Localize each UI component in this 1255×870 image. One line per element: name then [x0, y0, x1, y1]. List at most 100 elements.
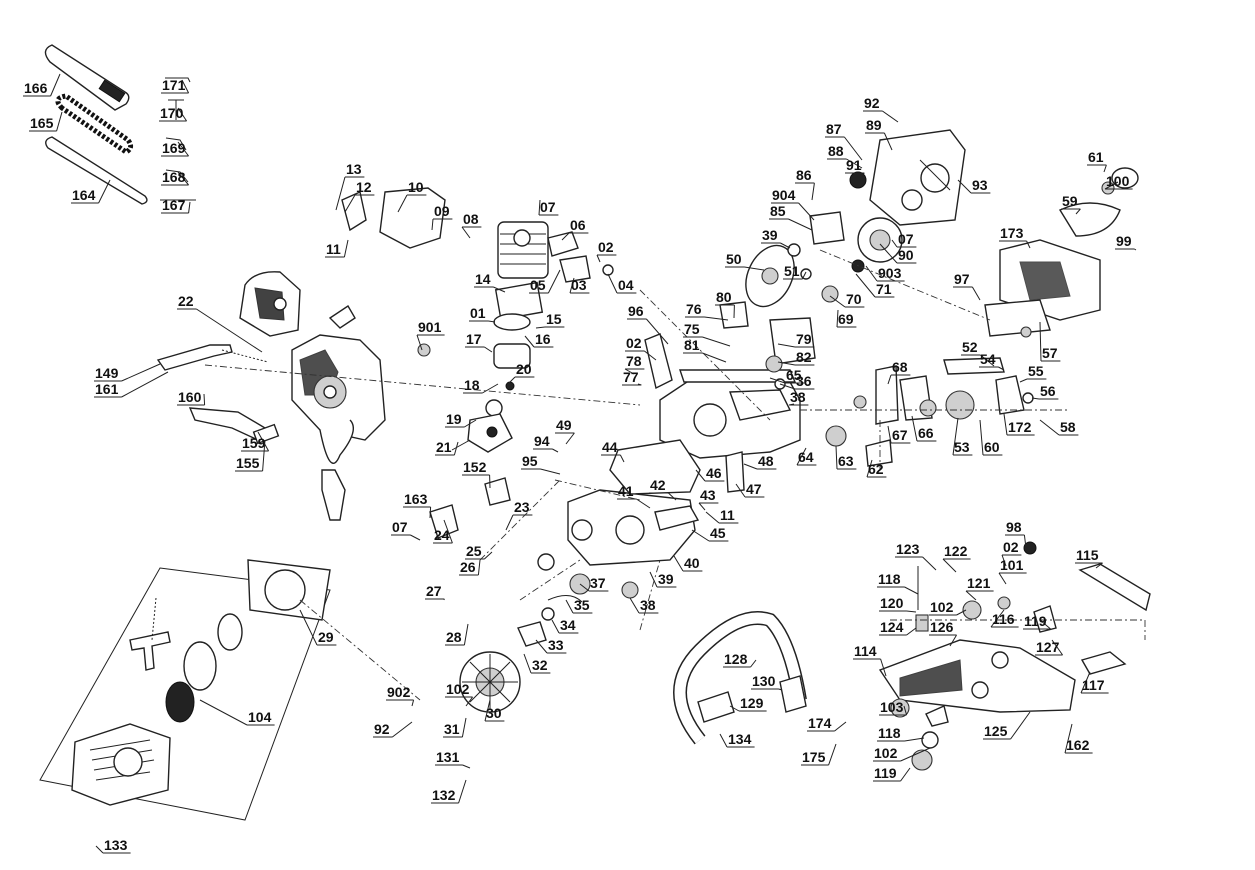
callout-87: 87 [825, 121, 863, 161]
callout-number: 68 [892, 359, 908, 375]
leader-line [1115, 248, 1137, 251]
callout-31: 31 [443, 717, 467, 738]
leader-line [929, 634, 958, 647]
leader-line [159, 107, 188, 122]
leader-line [673, 555, 703, 572]
callout-number: 126 [930, 619, 954, 635]
leader-line [929, 609, 967, 616]
callout-number: 07 [392, 519, 408, 535]
leader-line [983, 711, 1031, 740]
leader-line [1075, 562, 1103, 569]
callout-number: 50 [726, 251, 742, 267]
callout-number: 100 [1106, 173, 1130, 189]
leader-line [649, 571, 677, 588]
leader-line [825, 136, 863, 161]
callout-number: 167 [162, 197, 186, 213]
callout-number: 38 [790, 389, 806, 405]
callout-number: 175 [802, 749, 826, 765]
leader-line [416, 334, 445, 351]
callout-37: 37 [579, 575, 609, 592]
callout-number: 39 [762, 227, 778, 243]
callout-number: 59 [1062, 193, 1078, 209]
leader-line [865, 132, 893, 151]
callout-number: 79 [796, 331, 812, 347]
leader-line [783, 271, 807, 280]
callout-number: 16 [535, 331, 551, 347]
callout-04: 04 [607, 273, 637, 294]
callout-number: 22 [178, 293, 194, 309]
callout-number: 131 [436, 749, 460, 765]
callout-42: 42 [649, 477, 677, 501]
callout-30: 30 [484, 699, 505, 722]
leader-line [325, 239, 349, 258]
callout-number: 99 [1116, 233, 1132, 249]
callout-number: 904 [772, 187, 796, 203]
leader-line [462, 474, 491, 489]
callout-number: 78 [626, 353, 642, 369]
callout-93: 93 [957, 177, 991, 194]
leader-line [1061, 208, 1081, 215]
callout-117: 117 [1080, 671, 1109, 694]
leader-line [990, 609, 1019, 628]
callout-number: 47 [746, 481, 762, 497]
callout-79: 79 [777, 331, 815, 348]
cylinder [497, 221, 579, 279]
leader-line [1031, 397, 1059, 400]
callout-69: 69 [836, 309, 857, 328]
callout-number: 34 [560, 617, 576, 633]
leader-line [845, 172, 865, 181]
callout-number: 13 [346, 161, 362, 177]
callout-16: 16 [524, 331, 554, 348]
callout-number: 28 [446, 629, 462, 645]
leader-line [95, 845, 131, 854]
callout-76: 76 [685, 301, 729, 321]
callout-125: 125 [983, 711, 1031, 740]
leader-line [879, 705, 908, 716]
callout-number: 97 [954, 271, 970, 287]
callout-number: 98 [1006, 519, 1022, 535]
callout-51: 51 [783, 263, 807, 280]
callout-67: 67 [887, 425, 911, 444]
crankcase [567, 489, 700, 566]
callout-164: 164 [71, 179, 111, 204]
callout-14: 14 [474, 271, 506, 293]
leader-line [1003, 413, 1035, 436]
leader-line [463, 383, 499, 394]
callout-number: 119 [1024, 613, 1047, 629]
leader-line [403, 506, 432, 519]
leader-line [1080, 671, 1109, 694]
leader-line [94, 363, 161, 382]
callout-number: 63 [838, 453, 854, 469]
callout-75: 75 [683, 321, 731, 347]
brake-band-part [319, 419, 354, 521]
leader-line [877, 586, 919, 595]
callout-94: 94 [533, 433, 559, 453]
callout-number: 120 [880, 595, 904, 611]
callout-167: 167 [161, 197, 191, 214]
callout-number: 103 [880, 699, 904, 715]
callout-131: 131 [435, 749, 471, 769]
callout-134: 134 [719, 731, 755, 748]
callout-98: 98 [1005, 519, 1027, 549]
leader-line [431, 218, 453, 231]
callout-11: 11 [325, 239, 349, 258]
leader-line [1039, 321, 1061, 362]
callout-number: 09 [434, 203, 450, 219]
assembly-lines [204, 249, 1146, 701]
callout-126: 126 [929, 619, 958, 647]
callout-114: 114 [853, 643, 887, 677]
callout-07: 07 [538, 199, 559, 216]
callout-25: 25 [465, 543, 493, 560]
carburettor-intake [429, 477, 511, 539]
rear-handle [878, 639, 1076, 713]
leader-line [235, 439, 266, 472]
leader-line [1019, 378, 1047, 383]
leader-line [579, 583, 609, 592]
callout-81: 81 [683, 337, 727, 363]
callout-number: 127 [1036, 639, 1060, 655]
callout-number: 03 [571, 277, 587, 293]
leader-line [465, 551, 493, 560]
leader-line [683, 336, 731, 347]
leader-line [533, 448, 559, 453]
